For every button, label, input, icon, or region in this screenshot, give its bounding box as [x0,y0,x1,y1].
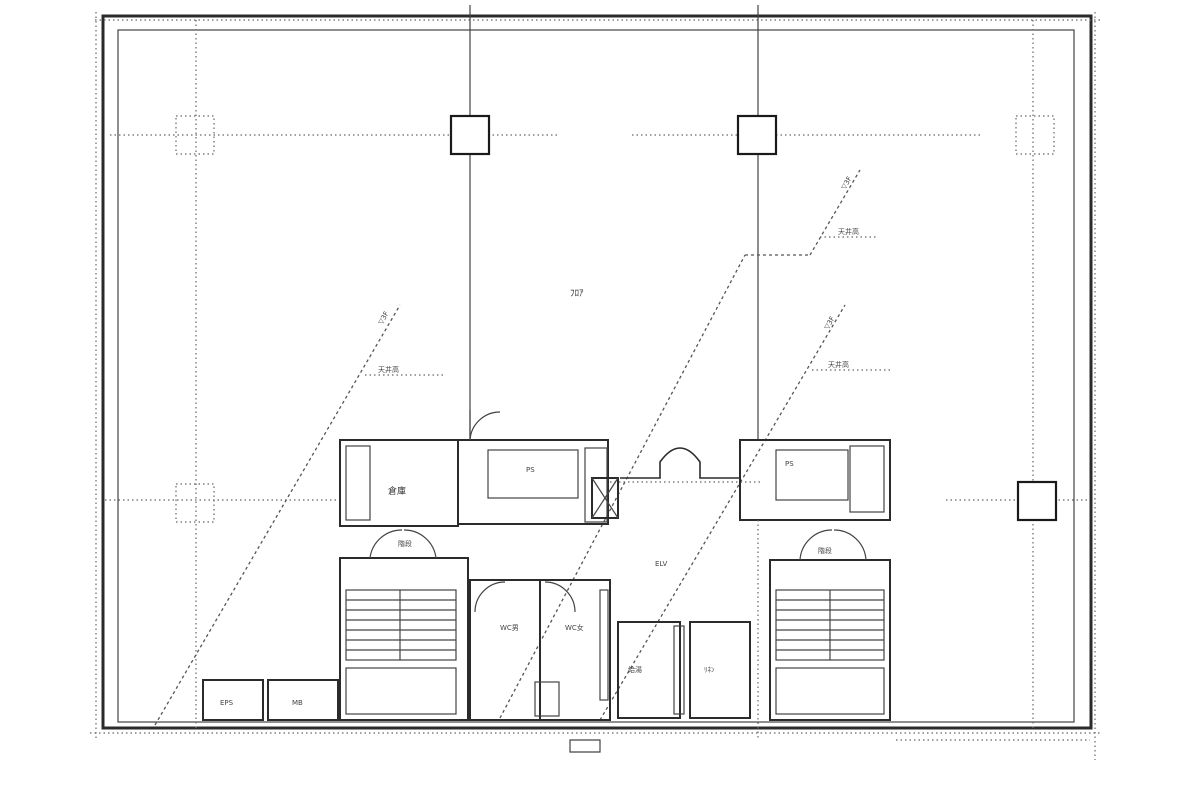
room-label-stair-right: 階段 [818,546,832,555]
grid-lines [105,5,1090,730]
leader-lines [154,169,893,726]
outer-walls [90,12,1100,760]
room-label-wc-m: WC男 [500,624,519,632]
room-label-corridor: ELV [655,560,668,568]
core-upper [339,410,891,527]
room-label-kitchen-b: ﾘﾈﾝ [704,666,715,674]
leader-label-e: ▽3F [823,315,837,331]
room-label-office: ﾌﾛｱ [570,289,584,299]
columns [175,114,1058,523]
room-label-ps-right: PS [785,460,794,468]
room-label-storage: 倉庫 [388,485,406,497]
leader-label-c: ▽3F [840,175,854,191]
room-label-eps: EPS [220,699,234,707]
room-label-ps-left: PS [526,466,535,474]
core-lower [202,520,1090,753]
room-label-mb: MB [292,699,303,707]
room-label-kitchen-a: 給湯 [628,665,642,674]
stair-left-treads [345,589,457,661]
leader-label-b: 天井高 [378,365,399,374]
leader-label-d: 天井高 [838,227,859,236]
leader-label-f: 天井高 [828,360,849,369]
room-label-stair-left: 階段 [398,539,412,548]
stair-right-treads [775,589,885,661]
room-label-wc-f: WC女 [565,623,584,632]
